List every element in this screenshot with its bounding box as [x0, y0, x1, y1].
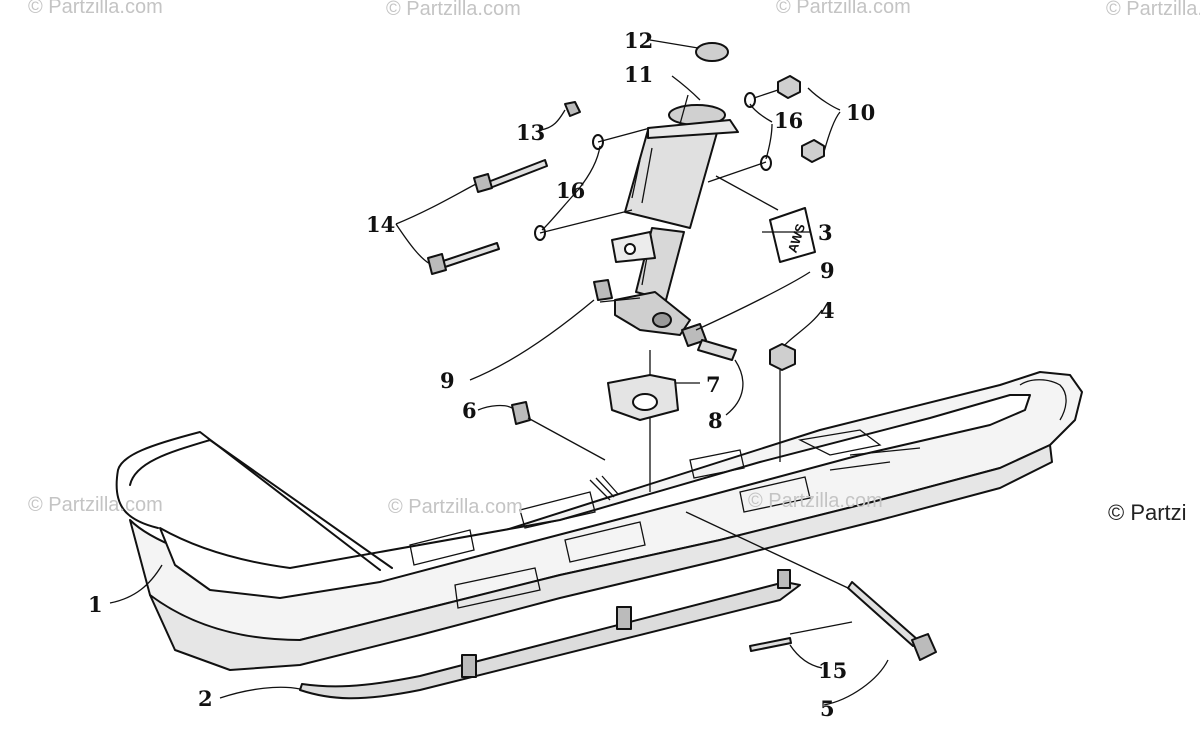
- watermark-mid-2: © Partzilla.com: [388, 496, 523, 518]
- callout-2: 2: [198, 686, 213, 711]
- callout-13: 13: [516, 120, 545, 145]
- callout-16a: 16: [774, 108, 803, 133]
- runner-wear-bar: [299, 569, 801, 700]
- callout-10: 10: [846, 100, 875, 125]
- callout-11: 11: [624, 62, 653, 87]
- callout-12: 12: [624, 28, 653, 53]
- watermark-top-1: © Partzilla.com: [28, 0, 163, 18]
- callout-7: 7: [706, 372, 721, 397]
- ski-body: [115, 350, 1083, 671]
- callout-3: 3: [818, 220, 833, 245]
- watermark-top-3: © Partzilla.com: [776, 0, 911, 18]
- callout-6: 6: [462, 398, 477, 423]
- aws-decal: AWS: [769, 207, 816, 263]
- callout-1: 1: [88, 592, 103, 617]
- watermark-mid-1: © Partzilla.com: [28, 494, 163, 516]
- callout-9b: 9: [820, 258, 835, 283]
- callout-5: 5: [820, 696, 835, 721]
- callout-9a: 9: [440, 368, 455, 393]
- callout-4: 4: [820, 298, 835, 323]
- callout-leaders: [109, 39, 889, 706]
- callout-15: 15: [818, 658, 847, 683]
- spindle-strut: [611, 104, 739, 336]
- callout-numbers: 1 2 3 4 5 6 7 8 9 9 10 11 12 13 14 15 16…: [88, 28, 875, 721]
- hardware-parts: AWS: [427, 42, 937, 661]
- watermark-side: © Partzi: [1108, 500, 1187, 525]
- watermark-mid-3: © Partzilla.com: [748, 490, 883, 512]
- callout-16b: 16: [556, 178, 585, 203]
- callout-14: 14: [366, 212, 395, 237]
- watermark-top-4: © Partzilla.com: [1106, 0, 1200, 20]
- callout-8: 8: [708, 408, 723, 433]
- watermark-top-2: © Partzilla.com: [386, 0, 521, 20]
